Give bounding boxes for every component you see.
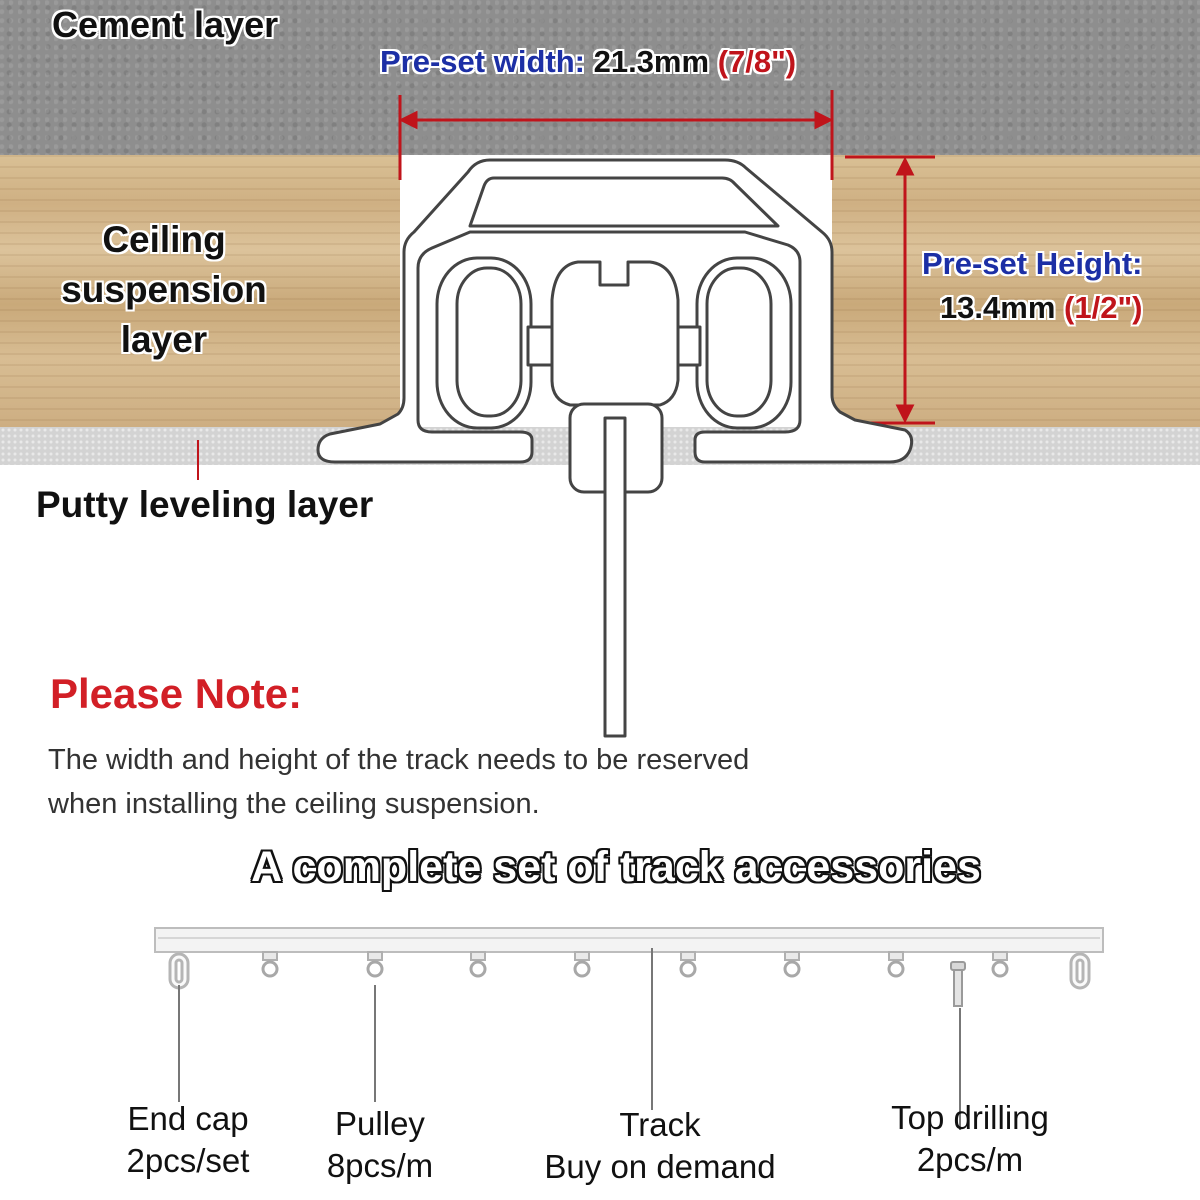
ceiling-label-line-2: suspension — [61, 269, 267, 310]
pulley-icon — [469, 951, 487, 978]
accessories-title: A complete set of track accessories — [251, 843, 981, 891]
note-title: Please Note: — [50, 670, 303, 717]
top-drilling-name: Top drilling — [891, 1099, 1049, 1136]
height-inch-value: (1/2") — [1064, 290, 1143, 325]
pulley-caption: Pulley 8pcs/m — [300, 1103, 460, 1187]
top-drilling-caption: Top drilling 2pcs/m — [860, 1097, 1080, 1181]
cement-layer — [0, 0, 1200, 155]
end-cap-left — [168, 952, 190, 990]
track-profile — [316, 158, 914, 738]
cement-layer-label: Cement layer — [52, 4, 279, 45]
pulley-quantity: 8pcs/m — [326, 1147, 434, 1184]
height-mm-value: 13.4mm — [939, 290, 1056, 325]
width-inch-value: (7/8") — [717, 44, 797, 79]
height-dimension-label: Pre-set Height: 13.4mm (1/2") — [922, 242, 1142, 330]
pulley-icon — [261, 951, 279, 978]
pulley-icon — [991, 951, 1009, 978]
end-cap-quantity: 2pcs/set — [126, 1142, 250, 1179]
width-mm-value: 21.3mm — [593, 44, 710, 79]
pulley-icon — [783, 951, 801, 978]
end-cap-right — [1069, 952, 1091, 990]
height-label-text: Pre-set Height: — [922, 246, 1143, 281]
pulley-group — [261, 951, 1009, 978]
width-dimension-line — [398, 90, 834, 180]
note-body: The width and height of the track needs … — [48, 744, 750, 820]
width-dimension-label: Pre-set width: 21.3mm (7/8") — [380, 44, 796, 80]
end-cap-caption: End cap 2pcs/set — [108, 1098, 268, 1182]
top-drilling-screw — [950, 961, 966, 1007]
pulley-icon — [573, 951, 591, 978]
pulley-icon — [887, 951, 905, 978]
ceiling-label-line-1: Ceiling — [102, 219, 226, 260]
pulley-icon — [366, 951, 384, 978]
end-cap-name: End cap — [127, 1100, 249, 1137]
accessory-track — [154, 927, 1104, 953]
ceiling-suspension-label: Ceiling suspension layer — [44, 215, 284, 365]
width-label-text: Pre-set width: — [380, 44, 585, 79]
track-quantity: Buy on demand — [544, 1148, 776, 1185]
top-drilling-quantity: 2pcs/m — [916, 1141, 1024, 1178]
putty-layer-label: Putty leveling layer — [36, 484, 374, 525]
pulley-name: Pulley — [335, 1105, 425, 1142]
track-name: Track — [619, 1106, 701, 1143]
ceiling-label-line-3: layer — [120, 319, 208, 360]
track-caption: Track Buy on demand — [520, 1104, 800, 1188]
pulley-icon — [679, 951, 697, 978]
